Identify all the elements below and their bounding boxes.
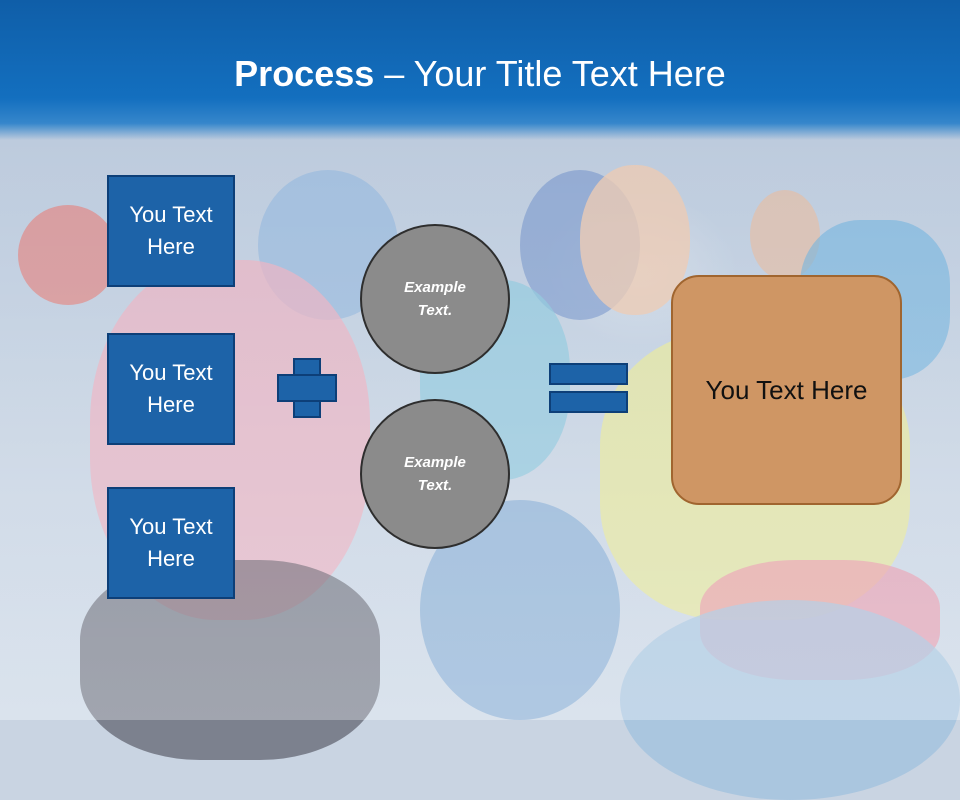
example-circle-2[interactable]: Example Text. bbox=[360, 399, 510, 549]
input-box-2-label: You Text Here bbox=[129, 360, 213, 417]
input-box-1-label: You Text Here bbox=[129, 202, 213, 259]
slide-title-bold: Process bbox=[234, 53, 375, 94]
input-box-2[interactable]: You Text Here bbox=[107, 333, 235, 445]
example-circle-2-label: Example Text. bbox=[404, 454, 466, 494]
input-box-3[interactable]: You Text Here bbox=[107, 487, 235, 599]
equals-icon-top-bar bbox=[549, 363, 628, 385]
result-box-label: You Text Here bbox=[705, 374, 868, 405]
red-ball-shape bbox=[18, 205, 118, 305]
slide-title: Process – Your Title Text Here bbox=[0, 52, 960, 96]
example-circle-1[interactable]: Example Text. bbox=[360, 224, 510, 374]
equals-icon-bottom-bar bbox=[549, 391, 628, 413]
input-box-1[interactable]: You Text Here bbox=[107, 175, 235, 287]
example-circle-1-label: Example Text. bbox=[404, 279, 466, 319]
title-bar bbox=[0, 0, 960, 140]
right-person-face-shape bbox=[580, 165, 690, 315]
input-box-3-label: You Text Here bbox=[129, 514, 213, 571]
result-box[interactable]: You Text Here bbox=[671, 275, 902, 505]
plus-icon-center bbox=[295, 376, 319, 400]
slide-title-rest: – Your Title Text Here bbox=[374, 53, 726, 94]
